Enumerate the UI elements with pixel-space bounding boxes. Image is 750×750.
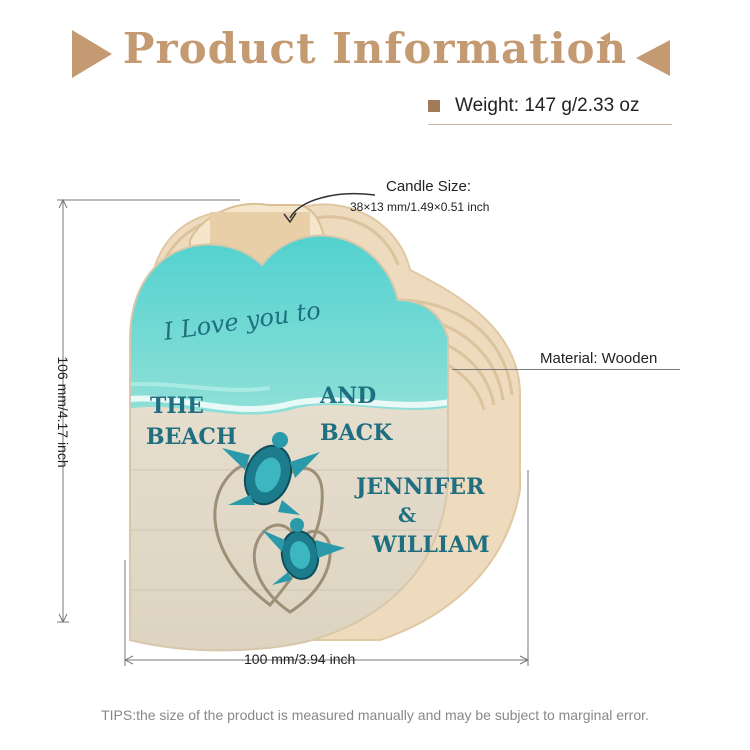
material-label: Material: Wooden xyxy=(540,350,658,367)
art-word-beach: BEACH xyxy=(146,424,237,450)
art-word-the: THE xyxy=(150,393,204,419)
height-label: 106 mm/4.17 inch xyxy=(55,356,71,468)
art-word-back: BACK xyxy=(320,420,393,446)
art-name-ampersand: & xyxy=(398,503,416,527)
decorative-triangle-right xyxy=(636,40,670,76)
weight-label: Weight: 147 g/2.33 oz xyxy=(455,95,640,116)
art-name-second: WILLIAM xyxy=(371,532,490,558)
width-label: 100 mm/3.94 inch xyxy=(244,651,356,667)
art-word-and: AND xyxy=(319,383,376,409)
turtle-icon-large xyxy=(222,432,320,515)
height-dimension-line xyxy=(57,198,240,624)
width-dimension-line xyxy=(123,470,530,666)
candle-callout-arrow xyxy=(289,192,376,219)
art-name-first: JENNIFER xyxy=(354,474,485,500)
page-title: Product Information xyxy=(122,24,628,73)
weight-underline xyxy=(428,124,672,125)
candle-size-title: Candle Size: xyxy=(386,178,472,195)
decorative-triangle-left xyxy=(72,30,112,78)
measurement-tips: TIPS:the size of the product is measured… xyxy=(101,707,649,723)
candle-arrow-head-icon xyxy=(283,212,297,224)
candle-size-dimensions: 38×13 mm/1.49×0.51 inch xyxy=(350,200,490,214)
weight-bullet-icon xyxy=(428,100,440,112)
decorative-triangle-right-small xyxy=(600,32,610,44)
turtle-icon-small xyxy=(262,518,345,585)
material-leader-line xyxy=(452,369,680,370)
